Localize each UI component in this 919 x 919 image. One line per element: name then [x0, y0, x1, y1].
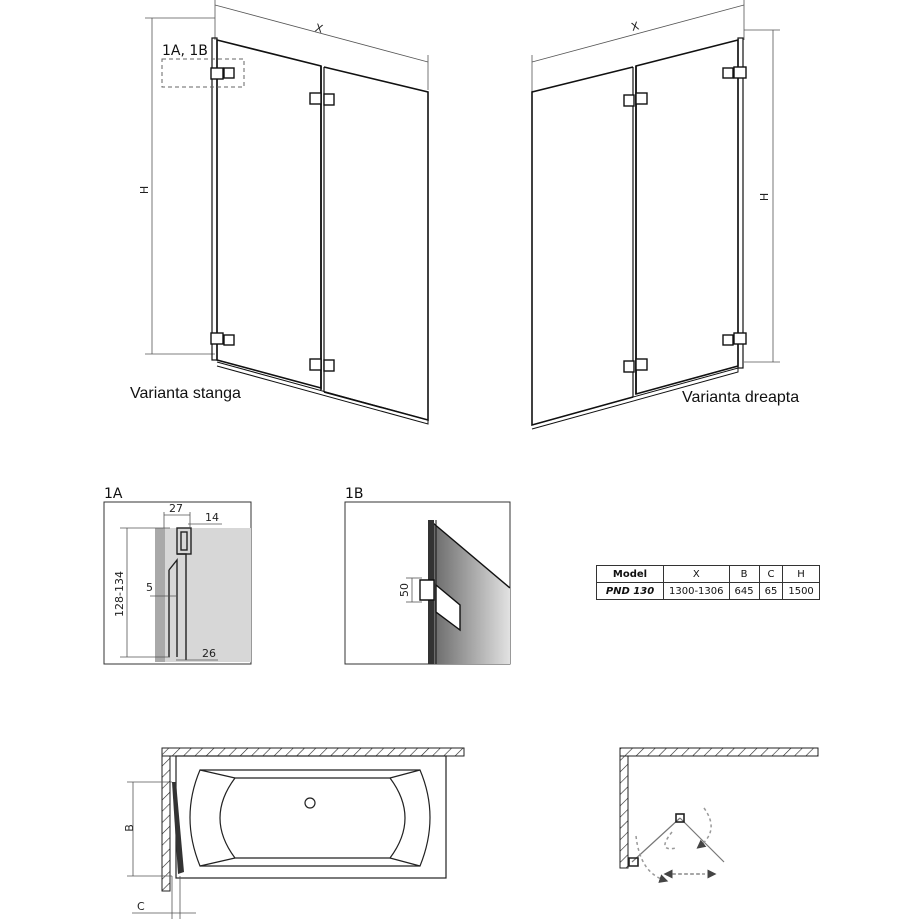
left-callout-label: 1A, 1B	[162, 43, 208, 59]
plan-dim-b: B	[123, 824, 136, 832]
opening-schematic	[619, 747, 819, 883]
detail-1b-dim-50: 50	[398, 583, 411, 597]
detail-1a-dim-27: 27	[169, 502, 183, 515]
spec-header-b: B	[728, 565, 760, 583]
spec-header-h: H	[782, 565, 820, 583]
plan-dim-c: C	[137, 900, 145, 913]
spec-header-row: Model X B C H	[596, 565, 820, 583]
detail-1a-dim-14: 14	[205, 511, 219, 524]
spec-cell-x: 1300-1306	[663, 582, 730, 600]
detail-1a-drawing	[103, 501, 252, 665]
spec-cell-c: 65	[758, 582, 784, 600]
spec-cell-b: 645	[728, 582, 760, 600]
right-dim-h-label: H	[758, 193, 771, 201]
left-variant-caption: Varianta stanga	[130, 385, 241, 402]
detail-1a-dim-26: 26	[202, 647, 216, 660]
spec-header-x: X	[663, 565, 730, 583]
detail-1a-dim-128-134: 128-134	[113, 571, 126, 617]
spec-header-model: Model	[596, 565, 664, 583]
spec-cell-h: 1500	[782, 582, 820, 600]
detail-1b-title: 1B	[345, 486, 364, 502]
detail-1b-drawing	[344, 501, 511, 665]
spec-table: Model X B C H PND 130 1300-1306 645 65 1…	[596, 565, 820, 600]
spec-cell-model: PND 130	[596, 582, 664, 600]
left-dim-h-label: H	[138, 186, 151, 194]
left-variant-elevation	[145, 0, 429, 425]
detail-1a-title: 1A	[104, 486, 123, 502]
right-variant-elevation	[531, 0, 780, 430]
spec-header-c: C	[758, 565, 784, 583]
bathtub-plan-view	[127, 747, 465, 919]
left-dim-x-label: X	[314, 21, 325, 36]
right-variant-caption: Varianta dreapta	[682, 389, 800, 406]
detail-1a-dim-5: 5	[146, 581, 153, 594]
spec-data-row: PND 130 1300-1306 645 65 1500	[596, 582, 820, 600]
right-dim-x-label: X	[630, 19, 641, 34]
